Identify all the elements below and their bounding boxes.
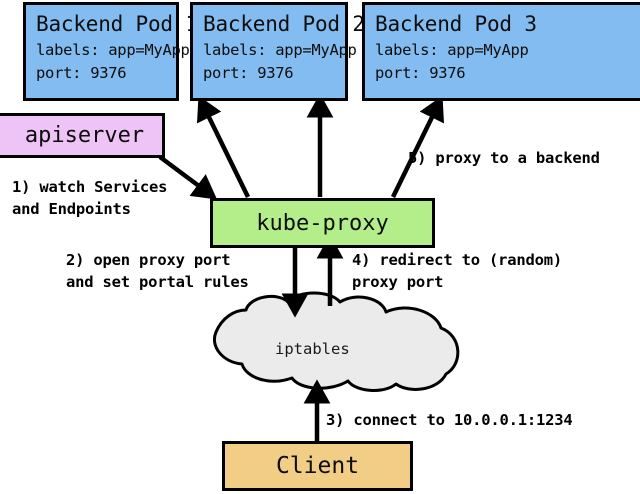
pod-title: Backend Pod 2	[203, 12, 365, 36]
iptables-label: iptables	[275, 340, 350, 358]
pod-port: port: 9376	[36, 64, 127, 82]
pod-title: Backend Pod 1	[36, 12, 198, 36]
node-apiserver: apiserver	[0, 113, 165, 158]
node-backend-pod-3: Backend Pod 3 labels: app=MyApp port: 93…	[362, 2, 640, 101]
node-kube-proxy: kube-proxy	[210, 198, 435, 248]
pod-port: port: 9376	[375, 64, 466, 82]
node-backend-pod-2: Backend Pod 2 labels: app=MyApp port: 93…	[190, 2, 365, 101]
pod-labels: labels: app=MyApp	[203, 41, 357, 59]
step-1-line-1: 1) watch Services	[12, 178, 168, 196]
node-backend-pod-1: Backend Pod 1 labels: app=MyApp port: 93…	[23, 2, 198, 101]
arrow-kubeproxy-to-pod3	[390, 95, 444, 198]
step-2-line-1: 2) open proxy port	[66, 251, 231, 269]
iptables-cloud	[213, 291, 460, 392]
pod-port: port: 9376	[203, 64, 294, 82]
step-4-line-1: 4) redirect to (random)	[352, 251, 563, 269]
pod-labels: labels: app=MyApp	[375, 41, 529, 59]
pod-labels: labels: app=MyApp	[36, 41, 190, 59]
node-client: Client	[222, 441, 413, 491]
arrow-apiserver-to-kubeproxy	[158, 155, 218, 200]
step-1-line-2: and Endpoints	[12, 200, 131, 218]
apiserver-label: apiserver	[24, 123, 145, 148]
step-2-line-2: and set portal rules	[66, 273, 249, 291]
pod-title: Backend Pod 3	[375, 12, 537, 36]
step-label-1: 1) watch Services and Endpoints	[12, 176, 167, 220]
step-5-line-1: 5) proxy to a backend	[408, 149, 600, 167]
step-4-line-2: proxy port	[352, 273, 444, 291]
step-3-line-1: 3) connect to 10.0.0.1:1234	[326, 411, 573, 429]
step-label-5: 5) proxy to a backend	[408, 147, 600, 169]
client-label: Client	[275, 453, 360, 479]
step-label-3: 3) connect to 10.0.0.1:1234	[326, 409, 573, 431]
step-label-2: 2) open proxy port and set portal rules	[66, 249, 249, 293]
kube-proxy-label: kube-proxy	[256, 210, 389, 236]
step-label-4: 4) redirect to (random) proxy port	[352, 249, 562, 293]
arrow-kubeproxy-to-pod1	[197, 95, 251, 198]
